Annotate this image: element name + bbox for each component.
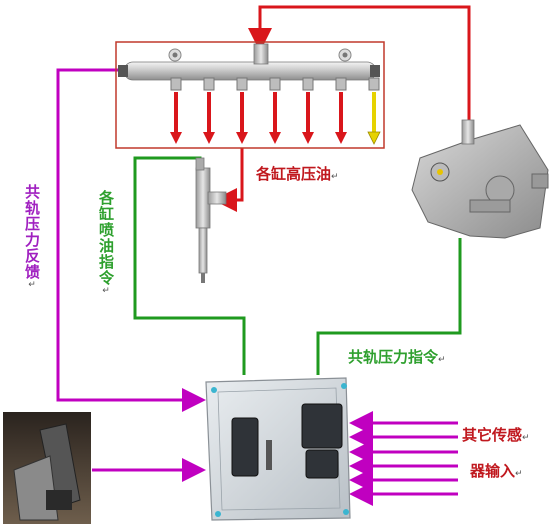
ecu-icon: [205, 377, 351, 521]
rail-pressure-feedback-line: [56, 68, 206, 412]
outlet-arrow-shaft-6: [339, 92, 343, 132]
outlet-arrow-shaft-3: [240, 92, 244, 132]
rail-outlet-3: [236, 77, 248, 91]
outlet-arrow-head-2: [203, 132, 215, 144]
rail-outlets: [170, 77, 381, 145]
rail-to-injector-line: [213, 148, 244, 212]
high-pressure-feed-line: [248, 5, 471, 120]
rail-outlet-7: [368, 77, 380, 91]
outlet-arrow-head-7: [367, 131, 381, 145]
cylinder-injection-command-label: 各缸喷油指令↵: [97, 190, 115, 297]
outlet-arrow-shaft-4: [273, 92, 277, 132]
outlet-arrow-head-5: [302, 132, 314, 144]
rail-outlet-6: [335, 77, 347, 91]
rail-outlet-1: [170, 77, 182, 91]
outlet-arrow-shaft-5: [306, 92, 310, 132]
outlet-arrow-shaft-2: [207, 92, 211, 132]
high-pressure-pump-icon: [411, 119, 549, 239]
cylinder-high-pressure-fuel-label: 各缸高压油↵: [256, 165, 339, 183]
rail-outlet-4: [269, 77, 281, 91]
accelerator-pedal-icon: [3, 412, 91, 524]
other-sensor-input-label-1: 其它传感↵: [462, 426, 530, 444]
outlet-arrow-head-4: [269, 132, 281, 144]
rail-pressure-command-label: 共轨压力指令↵: [348, 348, 446, 366]
outlet-arrow-shaft-1: [174, 92, 178, 132]
sensor-input-arrows: [349, 411, 458, 506]
rail-pressure-command-line: [316, 238, 462, 375]
common-rail-icon: [118, 43, 380, 81]
rail-outlet-5: [302, 77, 314, 91]
outlet-arrow-head-6: [335, 132, 347, 144]
outlet-arrow-shaft-7: [372, 92, 376, 132]
outlet-arrow-head-1: [170, 132, 182, 144]
injector-icon: [195, 157, 227, 283]
injection-command-line: [133, 156, 246, 375]
other-sensor-input-label-2: 器输入↵: [470, 462, 523, 480]
rail-pressure-feedback-label: 共轨压力反馈↵: [23, 184, 41, 291]
rail-outlet-2: [203, 77, 215, 91]
common-rail-frame: [115, 41, 385, 149]
outlet-arrow-head-3: [236, 132, 248, 144]
